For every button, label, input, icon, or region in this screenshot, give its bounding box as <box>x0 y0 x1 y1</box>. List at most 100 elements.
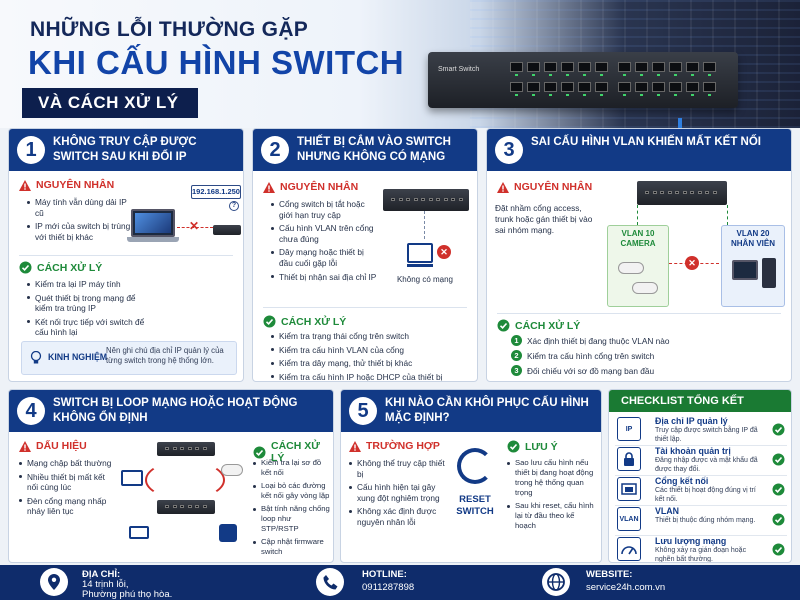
list-item: Sao lưu cấu hình nếu thiết bị đang hoạt … <box>507 458 597 498</box>
switch-port <box>458 198 463 201</box>
switch-port <box>202 505 207 508</box>
switch-port <box>391 198 395 201</box>
list-item: Cấu hình hiện tại gây xung đột nghiêm tr… <box>349 482 445 503</box>
switch-port <box>652 191 657 194</box>
switch-port <box>421 198 425 201</box>
list-item: Bật tính năng chống loop như STP/RSTP <box>253 504 331 534</box>
warning-icon <box>263 181 275 193</box>
switch-port <box>443 198 448 201</box>
vlan-icon: VLAN <box>617 507 641 531</box>
switch-port <box>428 198 433 201</box>
switch-port <box>618 62 631 72</box>
section-1-card: 1 KHÔNG TRUY CẬP ĐƯỢC SWITCH SAU KHI ĐỔI… <box>8 128 244 382</box>
check-circle-icon <box>772 483 785 496</box>
s1-illustration: 192.168.1.250 ? ✕ <box>127 185 241 251</box>
vlan-10-group: VLAN 10 CAMERA <box>607 225 669 307</box>
switch-icon <box>637 181 727 205</box>
reset-illustration: RESET SWITCH <box>447 444 503 530</box>
list-item: Sau khi reset, cấu hình lại từ đầu theo … <box>507 501 597 531</box>
switch-port <box>544 62 557 72</box>
switch-port <box>652 62 665 72</box>
section-4-header: 4 SWITCH BỊ LOOP MẠNG HOẶC HOẠT ĐỘNG KHÔ… <box>9 390 333 432</box>
hero-switch-image: Smart Switch <box>428 44 738 128</box>
s1-cause-label: NGUYÊN NHÂN <box>36 179 115 191</box>
website-link[interactable]: service24h.com.vn <box>586 582 666 593</box>
s5-case-heading: TRƯỜNG HỢP <box>349 440 440 452</box>
camera-icon <box>221 464 243 476</box>
switch-port <box>652 82 665 92</box>
list-item: Quét thiết bị trong mạng để kiểm tra trù… <box>27 293 147 314</box>
list-item: Kiểm tra lại IP máy tính <box>27 279 147 290</box>
list-item: Nhiều thiết bị mất kết nối cùng lúc <box>19 472 115 493</box>
switch-port <box>172 447 177 450</box>
hotline-number[interactable]: 0911287898 <box>362 582 415 593</box>
switch-port <box>527 62 540 72</box>
switch-port <box>645 191 649 194</box>
list-item: Kiểm tra trạng thái cổng trên switch <box>271 331 471 342</box>
switch-port <box>660 191 664 194</box>
port-led <box>640 94 643 96</box>
port-led <box>532 74 535 76</box>
section-5-card: 5 KHI NÀO CẦN KHÔI PHỤC CẤU HÌNH MẶC ĐỊN… <box>340 389 602 563</box>
check-circle-icon <box>253 446 266 459</box>
s2-cause-label: NGUYÊN NHÂN <box>280 181 359 193</box>
port-led <box>549 74 552 76</box>
port-led <box>515 94 518 96</box>
switch-port <box>165 447 169 450</box>
port-led <box>600 94 603 96</box>
switch-label: Smart Switch <box>438 66 480 73</box>
switch-port <box>180 447 184 450</box>
port-led <box>532 94 535 96</box>
switch-icon <box>213 225 241 235</box>
section-2-card: 2 THIẾT BỊ CẮM VÀO SWITCH NHƯNG KHÔNG CÓ… <box>252 128 478 382</box>
warning-icon <box>19 179 31 191</box>
section-5-header: 5 KHI NÀO CẦN KHÔI PHỤC CẤU HÌNH MẶC ĐỊN… <box>341 390 601 432</box>
switch-icon <box>383 189 469 211</box>
port-led <box>708 94 711 96</box>
port-led <box>583 94 586 96</box>
address-line-1: 14 trịnh lỗi, <box>82 579 129 590</box>
port-led <box>708 74 711 76</box>
switch-port <box>165 505 169 508</box>
s4-fix-heading: CÁCH XỬ LÝ <box>253 440 333 464</box>
list-item: 2 Kiểm tra cấu hình cổng trên switch <box>511 350 781 361</box>
s1-tip-label: KINH NGHIỆM <box>48 352 108 362</box>
s2-fix-label: CÁCH XỬ LÝ <box>281 315 347 328</box>
s4-sign-label: DẤU HIỆU <box>36 440 87 452</box>
checklist-item-title: Địa chỉ IP quản lý <box>655 416 728 426</box>
switch-port <box>578 62 591 72</box>
port-led <box>549 94 552 96</box>
lightbulb-icon <box>30 350 42 365</box>
switch-port <box>690 191 694 194</box>
switch-port <box>406 198 410 201</box>
error-x-icon: ✕ <box>437 245 451 259</box>
port-led <box>566 94 569 96</box>
switch-port <box>667 191 672 194</box>
warning-icon <box>497 181 509 193</box>
no-network-label: Không có mạng <box>396 275 454 284</box>
section-3-number: 3 <box>495 136 523 164</box>
switch-body: Smart Switch <box>428 52 738 108</box>
s3-cause-heading: NGUYÊN NHÂN <box>497 181 592 193</box>
switch-port <box>187 505 192 508</box>
switch-port <box>595 82 608 92</box>
switch-port <box>195 447 199 450</box>
list-item: Máy tính vẫn dùng dải IP cũ <box>27 197 131 218</box>
checklist-item-title: Lưu lượng mạng <box>655 536 727 546</box>
ip-address-tag: 192.168.1.250 <box>191 185 241 199</box>
port-led <box>691 74 694 76</box>
switch-port <box>669 62 682 72</box>
s1-cause-list: Máy tính vẫn dùng dải IP cũ IP mới của s… <box>27 197 131 245</box>
list-item: Kết nối trực tiếp với switch để cấu hình… <box>27 317 147 338</box>
checklist-item-title: Cổng kết nối <box>655 476 709 486</box>
checklist-item-desc: Các thiết bị hoạt động đúng vị trí kết n… <box>655 487 756 503</box>
monitor-icon <box>407 243 433 267</box>
section-3-header: 3 SAI CẤU HÌNH VLAN KHIẾN MẤT KẾT NỐI <box>487 129 791 171</box>
s2-illustration: ✕ Không có mạng <box>377 185 473 289</box>
phone-icon <box>219 524 237 542</box>
